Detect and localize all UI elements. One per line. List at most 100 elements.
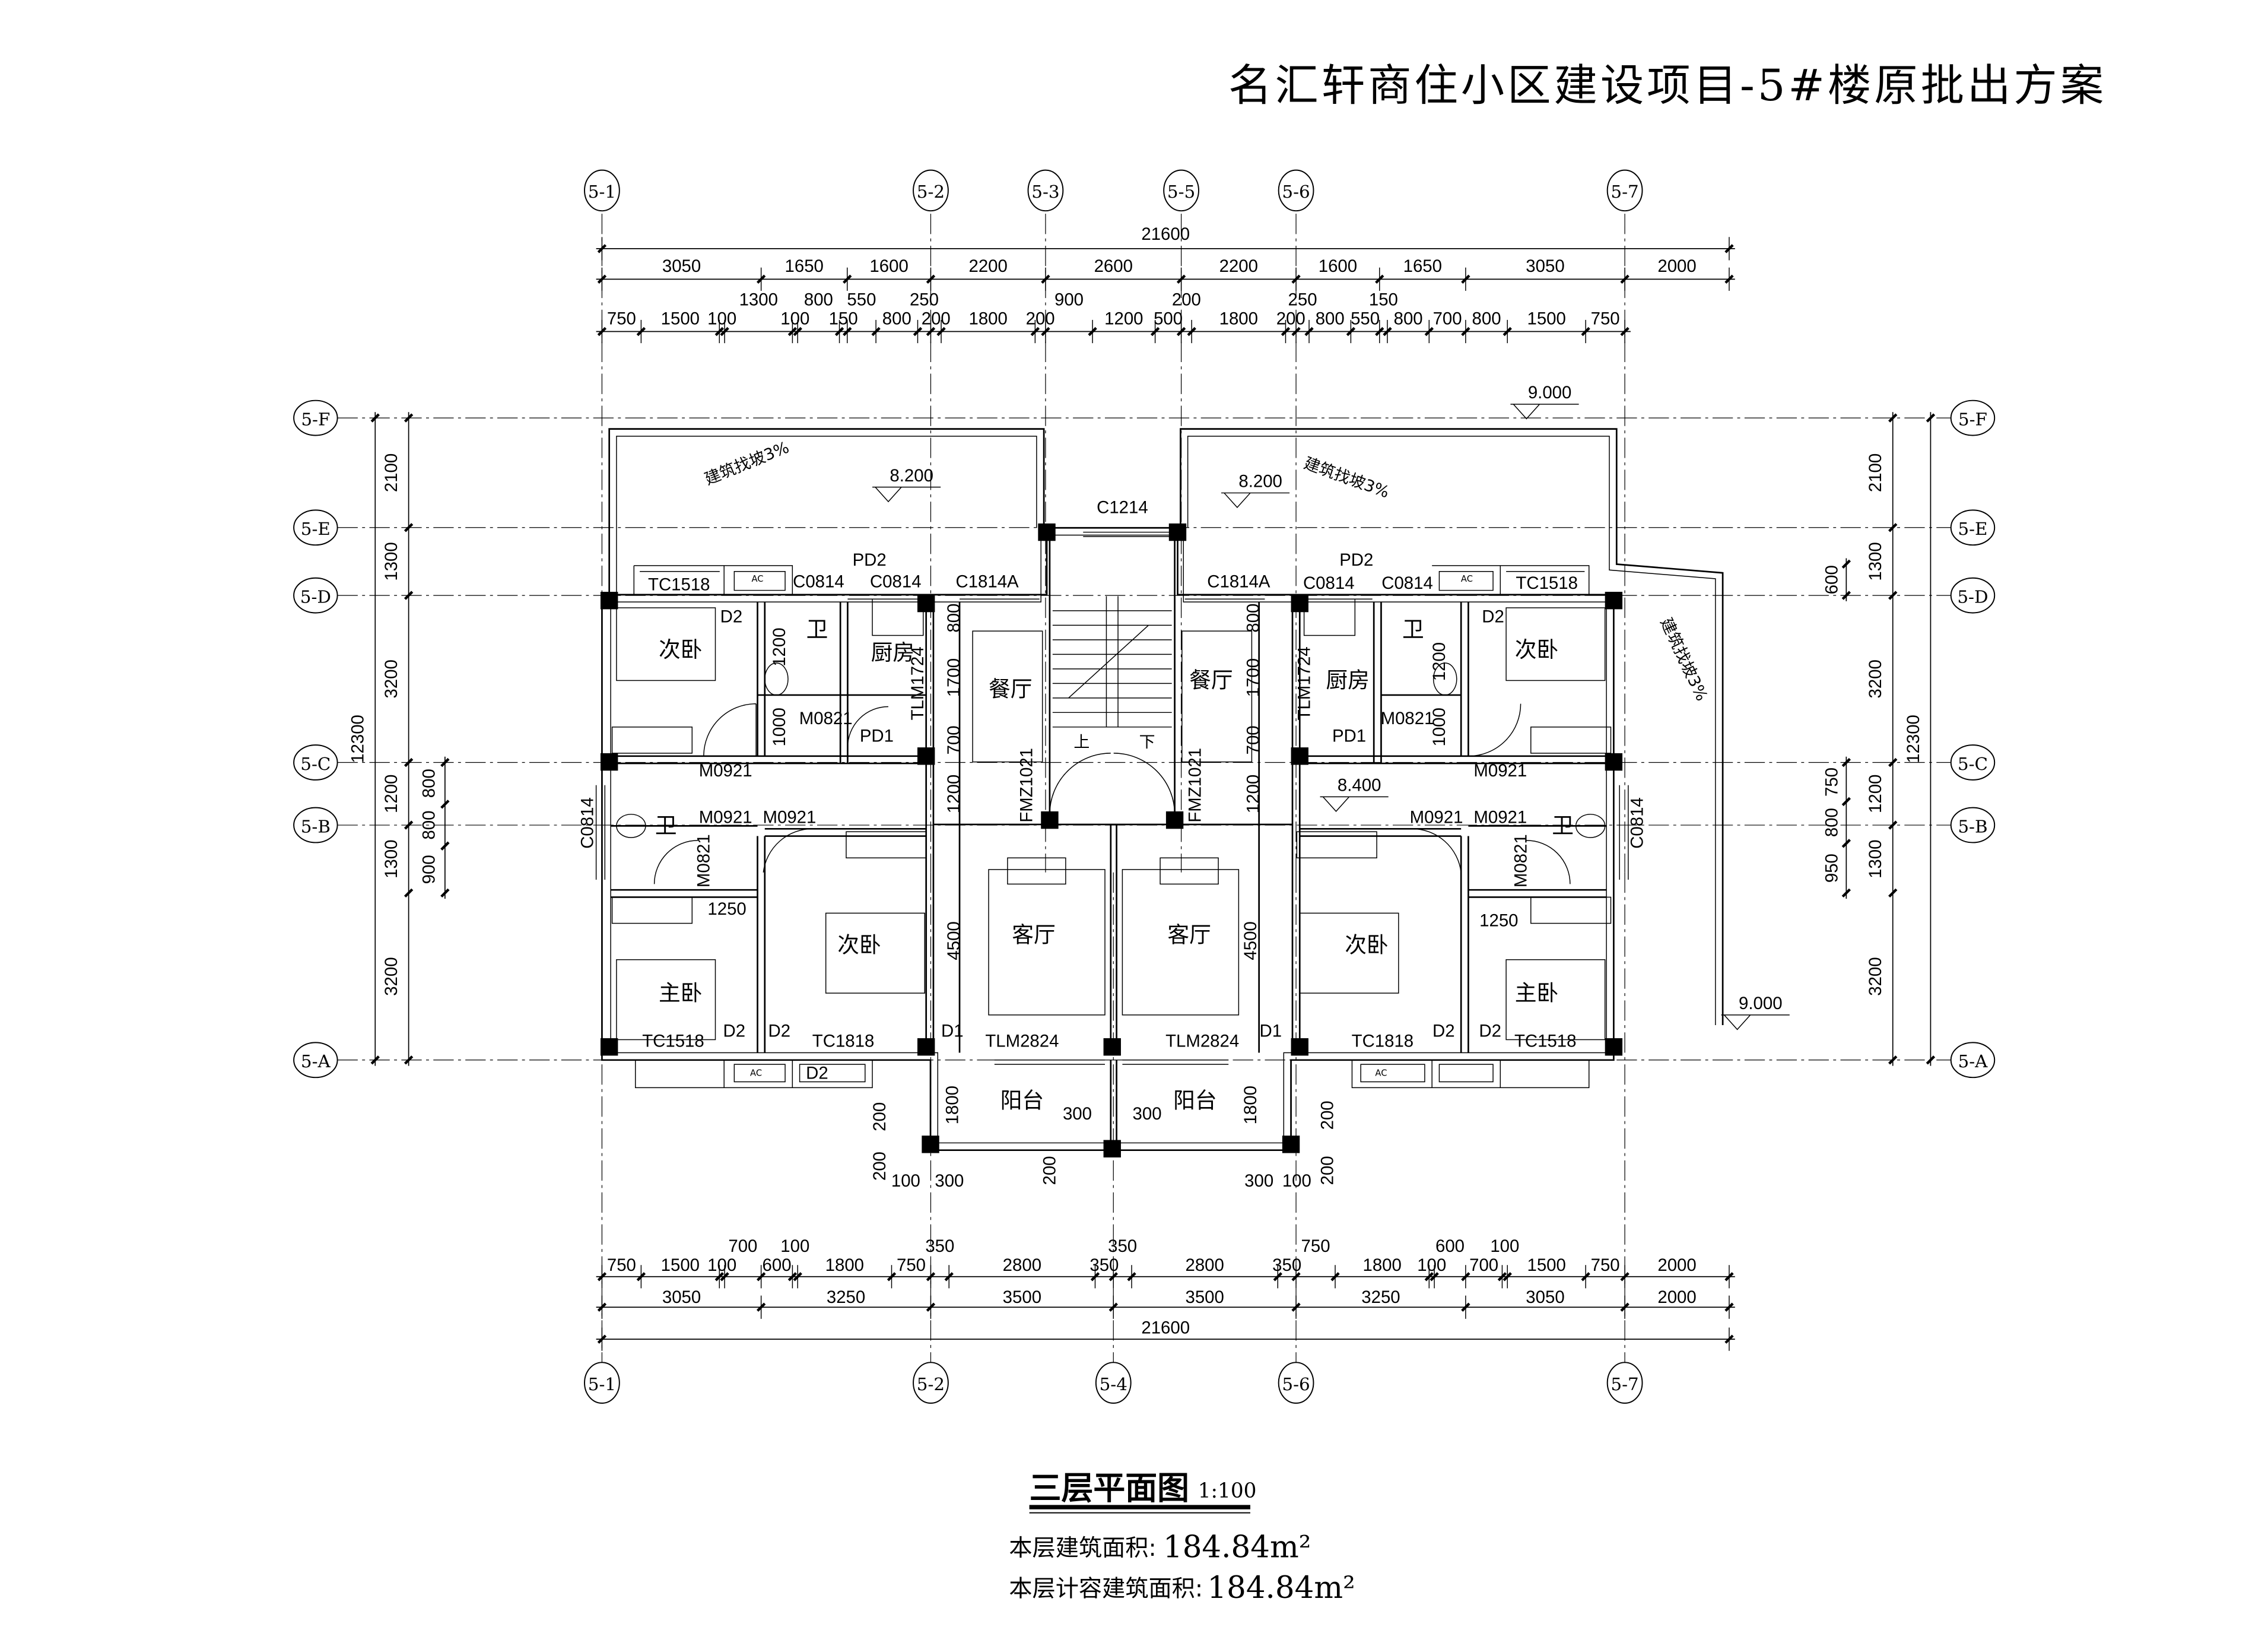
dimension-text: 3200: [1866, 957, 1885, 995]
dimension-text: 1600: [1319, 256, 1357, 276]
inner-dimension-text-vertical: 700: [944, 725, 964, 754]
axis-label-bottom: 5-7: [1611, 1374, 1638, 1394]
inner-dimension-text-vertical: 700: [1244, 725, 1263, 754]
dimension-text: 1800: [969, 309, 1008, 328]
dimension-text: 2000: [1657, 256, 1696, 276]
dimension-text: 2800: [1003, 1255, 1041, 1275]
axis-bubble-bottom: [1278, 1362, 1314, 1404]
windows: [595, 527, 1629, 1089]
dimension-text: 3200: [382, 957, 401, 995]
dimension-tick: [1888, 1055, 1898, 1065]
dimension-tick: [1888, 523, 1898, 532]
wardrobe: [611, 727, 693, 754]
bed: [616, 959, 716, 1041]
opening-tag-vertical: FMZ1021: [1186, 748, 1205, 823]
axis-label-top: 5-5: [1167, 182, 1195, 202]
wardrobe: [1530, 727, 1612, 754]
inner-dimension-text-vertical: 200: [1318, 1156, 1338, 1185]
axis-label-bottom: 5-2: [917, 1374, 945, 1394]
axis-bubble-bottom: [1606, 1362, 1643, 1404]
drawing-title-block: 三层平面图 1:100 本层建筑面积: 184.84m² 本层计容建筑面积: 1…: [1009, 1469, 1355, 1606]
dimension-text: 900: [420, 855, 439, 884]
tv-cabinet: [1007, 857, 1066, 885]
dimension-text: 800: [420, 769, 439, 798]
axis-label-right: 5-E: [1958, 519, 1987, 539]
opening-tag: PD1: [1332, 726, 1366, 746]
dimension-text: 12300: [1904, 715, 1923, 763]
dimension-text: 2100: [1866, 453, 1885, 492]
room-label: 卫: [1402, 617, 1424, 642]
interior-wall: [611, 535, 1607, 1150]
dimension-text: 3500: [1185, 1287, 1224, 1307]
dimension-text: 350: [1089, 1255, 1119, 1275]
dimension-text: 1200: [382, 775, 401, 813]
dining-table: [1181, 630, 1253, 763]
ac-unit-label: AC: [1461, 574, 1473, 584]
inner-dimension-text-vertical: 4500: [1241, 921, 1260, 960]
opening-tag: D1: [1259, 1022, 1282, 1041]
opening-tag: M0821: [1381, 709, 1434, 728]
dimension-text: 600: [1822, 565, 1842, 594]
axis-bubble-left: [293, 399, 338, 436]
dimension-text: 2000: [1657, 1255, 1696, 1275]
axis-label-bottom: 5-6: [1282, 1374, 1310, 1394]
room-label: 主卧: [1515, 980, 1558, 1006]
elevation-marker: [872, 486, 941, 503]
toilet: [1575, 814, 1606, 838]
column: [1103, 1140, 1121, 1157]
dimension-text: 250: [910, 290, 939, 309]
opening-tag: TC1518: [648, 575, 710, 595]
dimension-text: 550: [847, 290, 876, 309]
axis-bubble-left: [293, 1042, 338, 1079]
opening-tag: D2: [723, 1022, 746, 1041]
dimension-text: 1300: [1866, 840, 1885, 878]
inner-dimension-text: 1250: [707, 899, 746, 919]
inner-dimension-text-vertical: 800: [944, 604, 964, 633]
dimension-tick: [404, 523, 414, 532]
dimension-text: 1300: [382, 542, 401, 581]
axis-bubble-right: [1950, 807, 1996, 843]
inner-dimension-text: 300: [1244, 1171, 1273, 1191]
opening-tag: C1814A: [956, 572, 1019, 592]
elevation-marker: [1510, 404, 1579, 420]
dimension-text: 750: [607, 1255, 636, 1275]
axis-label-bottom: 5-4: [1100, 1374, 1127, 1394]
opening-tag: M0921: [699, 808, 752, 827]
elevation-marker: [1721, 1014, 1790, 1030]
far-area-value: 184.84m²: [1207, 1570, 1355, 1606]
dimension-text: 1500: [661, 309, 700, 328]
opening-tag: D2: [1432, 1022, 1455, 1041]
opening-tag-vertical: M0821: [1511, 834, 1530, 887]
sofa: [1122, 869, 1240, 1016]
opening-tag: C0814: [1381, 573, 1433, 593]
bed: [1299, 912, 1399, 994]
dimension-text: 1300: [382, 840, 401, 878]
dimension-text: 2600: [1094, 256, 1133, 276]
inner-dimension-text-vertical: 1200: [770, 627, 789, 666]
window-frames: [595, 527, 1629, 1089]
dimension-text: 3050: [1526, 256, 1564, 276]
axis-label-left: 5-D: [300, 586, 331, 607]
dimension-text: 3200: [382, 659, 401, 698]
inner-dimension-text-vertical: 4500: [944, 921, 964, 960]
toilet: [1432, 662, 1457, 696]
opening-tag: TC1518: [1514, 1032, 1577, 1051]
dimension-text: 100: [780, 309, 809, 328]
axis-label-right: 5-B: [1958, 816, 1987, 836]
dimension-text: 1800: [1362, 1255, 1401, 1275]
opening-tag: D2: [1479, 1022, 1501, 1041]
column: [1605, 592, 1623, 610]
column: [917, 594, 935, 613]
elevation-text: 9.000: [1739, 994, 1783, 1013]
opening-tag-vertical: TLM1724: [908, 646, 927, 720]
axis-bubble-top: [584, 169, 620, 212]
column: [1605, 1038, 1623, 1056]
opening-tag: TC1818: [812, 1032, 875, 1051]
area-label: 本层建筑面积:: [1009, 1535, 1156, 1562]
dimension-text: 350: [925, 1236, 954, 1256]
dimension-text: 3050: [1526, 1287, 1564, 1307]
axis-label-top: 5-2: [917, 182, 945, 202]
opening-tag: D2: [1482, 607, 1504, 626]
title-underline-thick: [1029, 1505, 1250, 1509]
